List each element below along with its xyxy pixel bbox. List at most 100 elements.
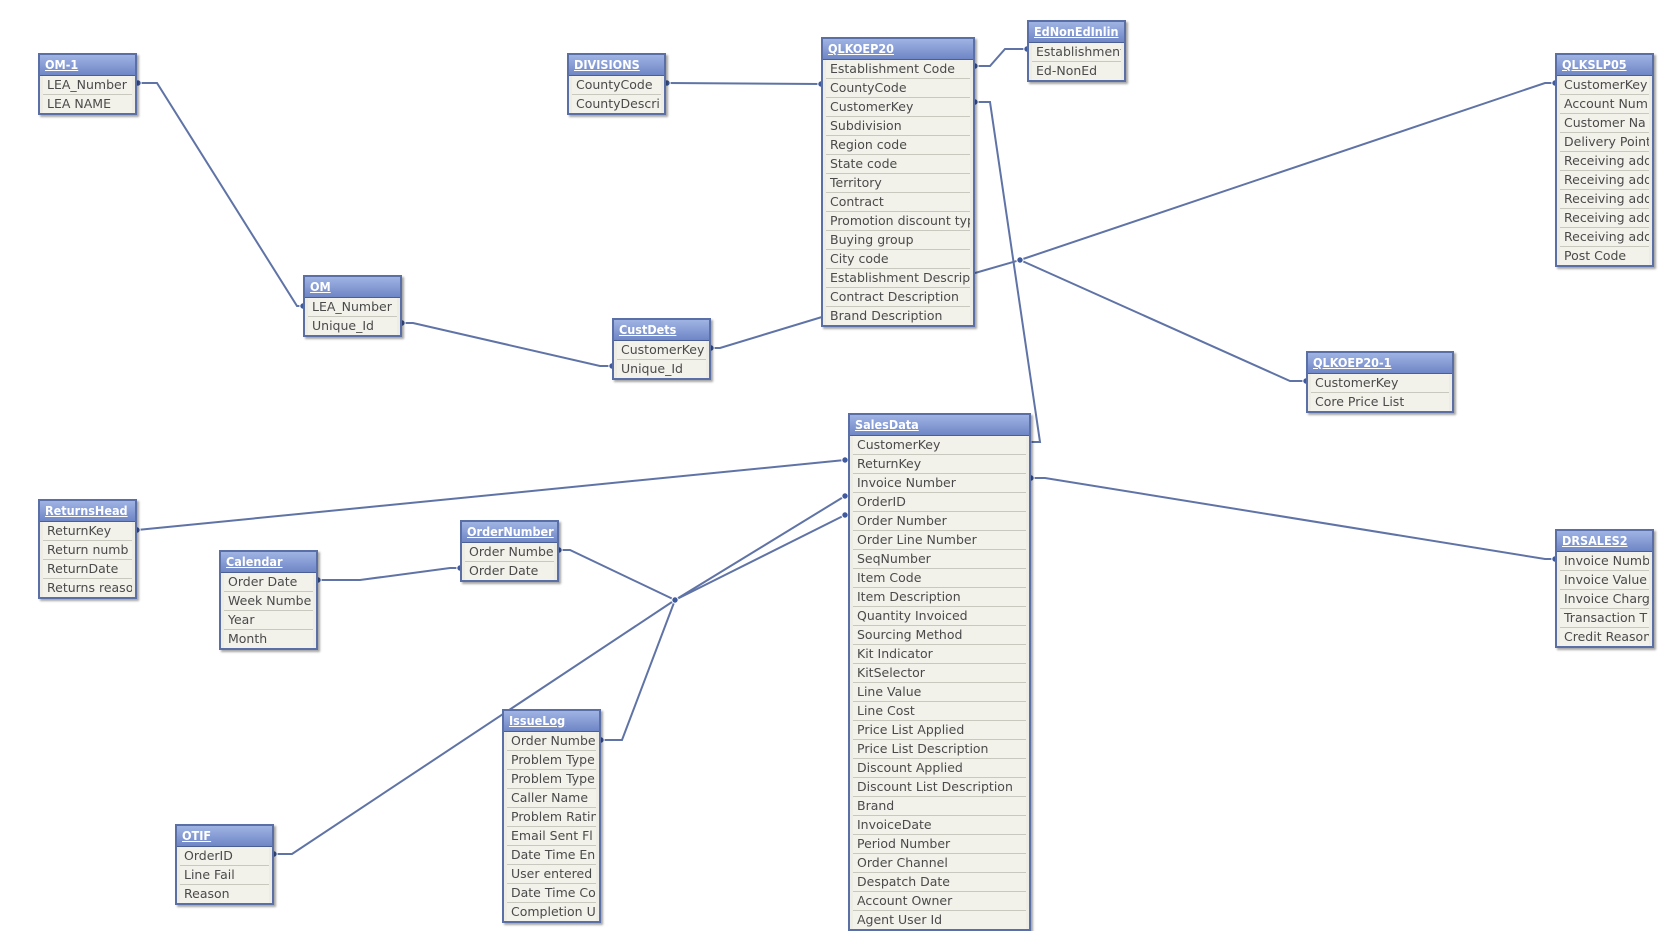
field-row[interactable]: Email Sent Fl (507, 827, 596, 846)
table-custdets[interactable]: CustDets CustomerKey Unique_Id (612, 318, 711, 380)
field-row[interactable]: Core Price List (1311, 393, 1449, 411)
field-row[interactable]: Promotion discount typ (826, 212, 970, 231)
field-row[interactable]: ReturnKey (43, 522, 132, 541)
table-qlkoep20[interactable]: QLKOEP20 Establishment Code CountyCode C… (821, 37, 975, 327)
field-row[interactable]: Period Number (853, 835, 1026, 854)
field-row[interactable]: CountyDescri (572, 95, 661, 113)
field-row[interactable]: Receiving add (1560, 190, 1649, 209)
field-row[interactable]: Customer Na (1560, 114, 1649, 133)
field-row[interactable]: CountyCode (826, 79, 970, 98)
field-row[interactable]: Problem Type (507, 751, 596, 770)
field-row[interactable]: CountyCode (572, 76, 661, 95)
table-otif[interactable]: OTIF OrderID Line Fail Reason (175, 824, 274, 905)
field-row[interactable]: Order Line Number (853, 531, 1026, 550)
field-row[interactable]: Contract (826, 193, 970, 212)
field-row[interactable]: Week Numbe (224, 592, 313, 611)
field-row[interactable]: Receiving add (1560, 152, 1649, 171)
field-row[interactable]: Receiving add (1560, 171, 1649, 190)
field-row[interactable]: OrderID (853, 493, 1026, 512)
field-row[interactable]: Completion U (507, 903, 596, 921)
field-row[interactable]: Brand Description (826, 307, 970, 325)
field-row[interactable]: KitSelector (853, 664, 1026, 683)
field-row[interactable]: Establishment Code (826, 60, 970, 79)
table-om[interactable]: OM LEA_Number Unique_Id (303, 275, 402, 337)
field-row[interactable]: Item Code (853, 569, 1026, 588)
field-row[interactable]: Order Numbe (507, 732, 596, 751)
field-row[interactable]: ReturnKey (853, 455, 1026, 474)
field-row[interactable]: User entered (507, 865, 596, 884)
table-divisions[interactable]: DIVISIONS CountyCode CountyDescri (567, 53, 666, 115)
field-row[interactable]: Year (224, 611, 313, 630)
field-row[interactable]: Buying group (826, 231, 970, 250)
field-row[interactable]: CustomerKey (853, 436, 1026, 455)
field-row[interactable]: Order Date (224, 573, 313, 592)
field-row[interactable]: SeqNumber (853, 550, 1026, 569)
field-row[interactable]: Establishment Descripti (826, 269, 970, 288)
field-row[interactable]: OrderID (180, 847, 269, 866)
field-row[interactable]: Problem Ratin (507, 808, 596, 827)
field-row[interactable]: LEA NAME (43, 95, 132, 113)
table-returnshead[interactable]: ReturnsHead ReturnKey Return numb Return… (38, 499, 137, 599)
field-row[interactable]: Return numb (43, 541, 132, 560)
field-row[interactable]: Kit Indicator (853, 645, 1026, 664)
field-row[interactable]: Discount Applied (853, 759, 1026, 778)
field-row[interactable]: Date Time Co (507, 884, 596, 903)
field-row[interactable]: Order Numbe (465, 543, 554, 562)
field-row[interactable]: Agent User Id (853, 911, 1026, 929)
field-row[interactable]: Line Value (853, 683, 1026, 702)
table-salesdata[interactable]: SalesData CustomerKey ReturnKey Invoice … (848, 413, 1031, 931)
table-ednonedinlin[interactable]: EdNonEdInlin Establishment Ed-NonEd (1027, 20, 1126, 82)
field-row[interactable]: LEA_Number (308, 298, 397, 317)
field-row[interactable]: Invoice Number (853, 474, 1026, 493)
field-row[interactable]: Establishment (1032, 43, 1121, 62)
field-row[interactable]: CustomerKey (617, 341, 706, 360)
field-row[interactable]: Order Number (853, 512, 1026, 531)
field-row[interactable]: CustomerKey (826, 98, 970, 117)
field-row[interactable]: Transaction T (1560, 609, 1649, 628)
field-row[interactable]: Sourcing Method (853, 626, 1026, 645)
field-row[interactable]: Quantity Invoiced (853, 607, 1026, 626)
table-drsales2[interactable]: DRSALES2 Invoice Numb Invoice Value Invo… (1555, 529, 1654, 648)
field-row[interactable]: Month (224, 630, 313, 648)
field-row[interactable]: CustomerKey (1311, 374, 1449, 393)
table-qlkoep20-1[interactable]: QLKOEP20-1 CustomerKey Core Price List (1306, 351, 1454, 413)
field-row[interactable]: Item Description (853, 588, 1026, 607)
field-row[interactable]: Invoice Numb (1560, 552, 1649, 571)
field-row[interactable]: Price List Applied (853, 721, 1026, 740)
field-row[interactable]: Post Code (1560, 247, 1649, 265)
table-om-1[interactable]: OM-1 LEA_Number LEA NAME (38, 53, 137, 115)
field-row[interactable]: Caller Name (507, 789, 596, 808)
field-row[interactable]: Reason (180, 885, 269, 903)
field-row[interactable]: Line Cost (853, 702, 1026, 721)
field-row[interactable]: LEA_Number (43, 76, 132, 95)
field-row[interactable]: Order Date (465, 562, 554, 580)
field-row[interactable]: Line Fail (180, 866, 269, 885)
field-row[interactable]: Discount List Description (853, 778, 1026, 797)
table-calendar[interactable]: Calendar Order Date Week Numbe Year Mont… (219, 550, 318, 650)
field-row[interactable]: Region code (826, 136, 970, 155)
field-row[interactable]: Unique_Id (617, 360, 706, 378)
field-row[interactable]: Order Channel (853, 854, 1026, 873)
field-row[interactable]: Delivery Point (1560, 133, 1649, 152)
field-row[interactable]: Account Num (1560, 95, 1649, 114)
field-row[interactable]: Subdivision (826, 117, 970, 136)
field-row[interactable]: CustomerKey (1560, 76, 1649, 95)
field-row[interactable]: Returns reaso (43, 579, 132, 597)
field-row[interactable]: Receiving add (1560, 209, 1649, 228)
field-row[interactable]: InvoiceDate (853, 816, 1026, 835)
table-qlkslp05[interactable]: QLKSLP05 CustomerKey Account Num Custome… (1555, 53, 1654, 267)
table-issuelog[interactable]: IssueLog Order Numbe Problem Type Proble… (502, 709, 601, 923)
field-row[interactable]: ReturnDate (43, 560, 132, 579)
field-row[interactable]: Ed-NonEd (1032, 62, 1121, 80)
field-row[interactable]: Unique_Id (308, 317, 397, 335)
field-row[interactable]: Receiving add (1560, 228, 1649, 247)
field-row[interactable]: Date Time En (507, 846, 596, 865)
table-ordernumber[interactable]: OrderNumber Order Numbe Order Date (460, 520, 559, 582)
field-row[interactable]: Invoice Value (1560, 571, 1649, 590)
field-row[interactable]: State code (826, 155, 970, 174)
field-row[interactable]: Territory (826, 174, 970, 193)
field-row[interactable]: Brand (853, 797, 1026, 816)
field-row[interactable]: Credit Reason (1560, 628, 1649, 646)
field-row[interactable]: Despatch Date (853, 873, 1026, 892)
field-row[interactable]: Price List Description (853, 740, 1026, 759)
